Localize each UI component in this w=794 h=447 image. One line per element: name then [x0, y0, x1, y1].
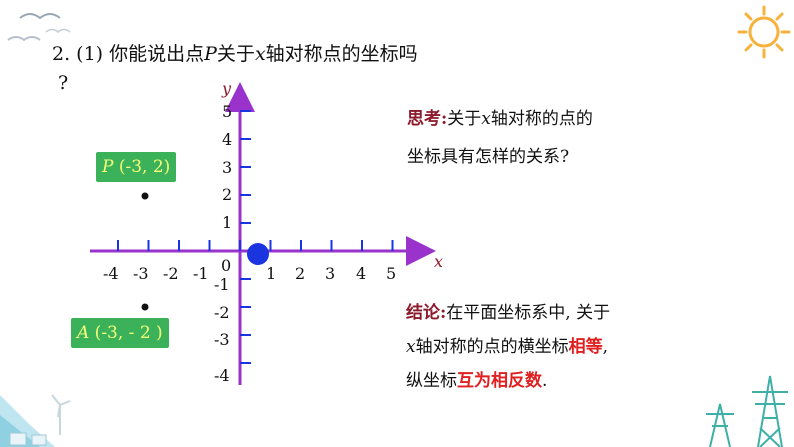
x-axis-label: x: [434, 252, 443, 271]
y-tick-label-neg3: -3: [214, 330, 230, 349]
think-text-a: 关于: [447, 109, 482, 129]
point-A-name: A: [77, 323, 90, 343]
conclusion-tag: 结论: [406, 303, 440, 323]
point-P-label: P (-3, 2): [96, 152, 177, 182]
question-mark: ?: [58, 72, 69, 94]
conclusion-line-1: 结论:在平面坐标系中, 关于: [406, 296, 610, 330]
x-tick-label-5: 5: [386, 264, 396, 283]
conclusion-colon: :: [440, 303, 447, 323]
y-tick-label-3: 3: [222, 158, 232, 177]
think-tag: 思考: [407, 109, 441, 129]
drag-handle-dot[interactable]: [247, 243, 269, 265]
y-tick-label-neg1: -1: [214, 275, 230, 294]
point-A: [141, 303, 149, 311]
point-A-coords: (-3, - 2 ): [89, 323, 163, 343]
think-line-1: 思考:关于x轴对称的点的: [407, 104, 593, 134]
question-text: 2. (1) 你能说出点P关于x轴对称点的坐标吗: [52, 40, 418, 68]
landscape-decoration-icon: [0, 394, 71, 447]
x-tick-label-neg4: -4: [103, 264, 119, 283]
x-tick-label-4: 4: [356, 264, 366, 283]
question-axis: x: [254, 43, 266, 65]
conclusion-comma: ,: [602, 337, 608, 357]
x-tick-label-3: 3: [325, 264, 335, 283]
y-tick-label-1: 1: [222, 213, 232, 232]
point-P: [141, 192, 149, 200]
point-P-name: P: [102, 157, 114, 177]
conclusion-equal: 相等: [568, 337, 603, 357]
y-tick-label-2: 2: [222, 185, 232, 204]
y-axis-label: y: [221, 79, 232, 98]
x-tick-label-1: 1: [266, 264, 276, 283]
origin-label: 0: [221, 256, 231, 275]
conclusion-line-3: 纵坐标互为相反数.: [406, 364, 610, 398]
conclusion-line-2: x轴对称的点的横坐标相等,: [406, 330, 610, 364]
point-P-coords: (-3, 2): [113, 157, 171, 177]
birds-decoration-icon: [7, 13, 71, 42]
sun-icon: [737, 5, 791, 59]
think-text-b: 轴对称的点的: [490, 109, 593, 129]
conclusion-text-2: 轴对称的点的横坐标: [415, 337, 569, 357]
conclusion-text-3: 纵坐标: [406, 371, 457, 391]
conclusion-axis: x: [406, 337, 416, 357]
question-rest: 关于: [216, 43, 255, 65]
question-point: P: [204, 43, 217, 65]
question-number: 2. (1) 你能说出点: [52, 43, 205, 65]
think-block: 思考:关于x轴对称的点的 坐标具有怎样的关系?: [407, 104, 593, 172]
conclusion-opposite: 互为相反数: [457, 371, 542, 391]
y-tick-label-4: 4: [222, 130, 232, 149]
power-pylon-icon: [706, 375, 788, 447]
x-tick-label-neg1: -1: [193, 264, 209, 283]
x-tick-label-neg2: -2: [163, 264, 179, 283]
point-A-label: A (-3, - 2 ): [71, 318, 169, 348]
think-colon: :: [441, 109, 448, 129]
question-tail: 轴对称点的坐标吗: [265, 43, 418, 65]
think-line-2: 坐标具有怎样的关系?: [407, 147, 570, 167]
conclusion-text-1: 在平面坐标系中, 关于: [446, 303, 611, 323]
conclusion-period: .: [542, 371, 548, 391]
y-tick-label-neg4: -4: [214, 366, 230, 385]
x-tick-label-neg3: -3: [133, 264, 149, 283]
y-tick-label-neg2: -2: [214, 303, 230, 322]
x-tick-label-2: 2: [295, 264, 305, 283]
y-tick-label-5: 5: [222, 102, 232, 121]
conclusion-block: 结论:在平面坐标系中, 关于 x轴对称的点的横坐标相等, 纵坐标互为相反数.: [406, 296, 610, 398]
think-axis: x: [481, 109, 491, 129]
